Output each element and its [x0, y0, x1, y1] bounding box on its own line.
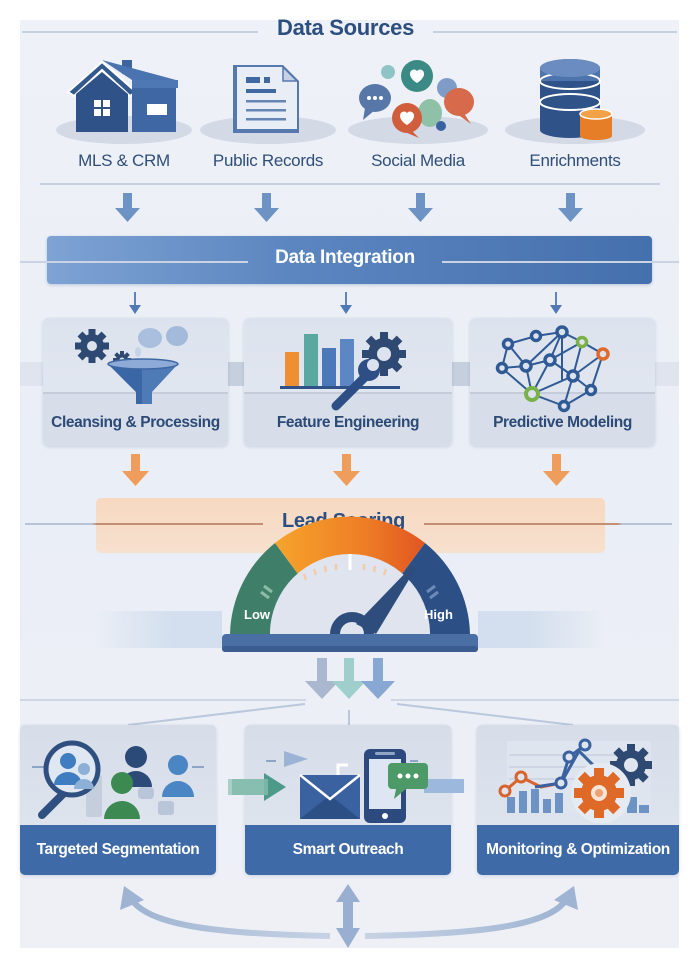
- gauge-segment-low: [230, 543, 298, 634]
- action-label: Targeted Segmentation: [36, 841, 200, 858]
- down-arrow-icon: [550, 292, 562, 314]
- data-integration-title: Data Integration: [275, 247, 415, 268]
- arrow-head-right: [554, 886, 578, 910]
- integration-rule-left: [20, 261, 248, 263]
- title-rule-left: [22, 31, 258, 33]
- gauge-band-right: [478, 611, 606, 648]
- down-arrow-icon: [361, 658, 395, 699]
- down-arrow-icon: [558, 193, 583, 222]
- down-arrow-icon: [254, 193, 279, 222]
- action-label: Smart Outreach: [292, 841, 404, 858]
- person-icon: [104, 772, 140, 819]
- down-arrow-icon: [543, 454, 570, 486]
- wrench-icon: [331, 359, 380, 411]
- person-icon: [54, 753, 82, 785]
- source-label-mls-crm: MLS & CRM: [78, 151, 170, 170]
- house-icon: [66, 60, 178, 132]
- right-arrow-icon: [264, 773, 286, 801]
- source-label-public-records: Public Records: [212, 151, 324, 170]
- bidirectional-arrow-icon: [336, 884, 360, 948]
- down-arrow-icon: [340, 292, 352, 314]
- network-node: [596, 347, 610, 361]
- source-arrows: [115, 193, 583, 222]
- data-integration-bar: [47, 236, 652, 284]
- gauge-needle: [356, 566, 416, 634]
- source-label-social-media: Social Media: [371, 151, 465, 170]
- card-connector: [452, 362, 470, 386]
- down-arrow-icon: [122, 454, 149, 486]
- network-node: [501, 337, 515, 351]
- down-arrow-icon: [129, 292, 141, 314]
- source-label-enrichments: Enrichments: [529, 151, 621, 170]
- down-arrow-icon: [115, 193, 140, 222]
- down-arrow-icon: [305, 658, 339, 699]
- data-sources-title: Data Sources: [276, 15, 414, 40]
- down-arrow-icon: [333, 454, 360, 486]
- gears-funnel-icon: [75, 326, 188, 404]
- network-graph-icon: [495, 325, 610, 413]
- network-node: [543, 353, 557, 367]
- integration-arrows: [129, 292, 562, 314]
- down-arrow-icon: [332, 658, 366, 699]
- document-icon: [233, 65, 299, 133]
- gauge-segment-mid: [275, 516, 425, 574]
- network-node: [575, 335, 589, 349]
- gear-icon: [75, 329, 109, 363]
- network-node: [555, 325, 569, 339]
- magnifier-people-icon: [32, 740, 204, 819]
- lead-rule-right: [424, 523, 672, 525]
- flow-band-right: [424, 779, 464, 793]
- card-connector: [20, 362, 44, 386]
- down-arrow-icon: [408, 193, 433, 222]
- person-icon: [162, 755, 194, 797]
- card-connector: [655, 362, 679, 386]
- network-node: [524, 386, 540, 402]
- network-node: [529, 329, 543, 343]
- chart-gears-icon: [498, 738, 652, 823]
- feedback-loop-arrows: [120, 884, 578, 948]
- email-phone-icon: [228, 749, 464, 823]
- gear-icon: [574, 768, 624, 818]
- network-node: [495, 361, 509, 375]
- arrow-head-left: [120, 886, 144, 910]
- processing-label: Cleansing & Processing: [51, 414, 220, 431]
- action-label: Monitoring & Optimization: [486, 841, 670, 858]
- gauge-hub: [330, 612, 374, 634]
- chat-bubbles-icon: [359, 60, 474, 138]
- integration-rule-right: [442, 261, 679, 263]
- network-node: [557, 399, 571, 413]
- gauge-band-left: [95, 611, 222, 648]
- gauge-segment-high: [402, 543, 470, 634]
- network-node: [584, 383, 598, 397]
- processing-label: Predictive Modeling: [493, 414, 632, 431]
- gauge-low-label: Low: [244, 607, 270, 622]
- database-icon: [539, 59, 613, 140]
- lead-score-gauge: [222, 516, 478, 652]
- person-icon: [74, 763, 94, 789]
- bar-chart-wrench-icon: [280, 332, 406, 411]
- scoring-output-arrows: [20, 658, 679, 733]
- processing-label: Feature Engineering: [276, 414, 420, 431]
- processing-arrows: [122, 454, 570, 486]
- pedestal-3: [348, 116, 488, 144]
- sources-divider: [40, 183, 660, 185]
- gauge-high-label: High: [424, 607, 453, 622]
- card-connector: [228, 362, 244, 386]
- network-node: [566, 369, 580, 383]
- lead-rule-left: [25, 523, 263, 525]
- title-rule-right: [433, 31, 677, 33]
- network-node: [519, 359, 533, 373]
